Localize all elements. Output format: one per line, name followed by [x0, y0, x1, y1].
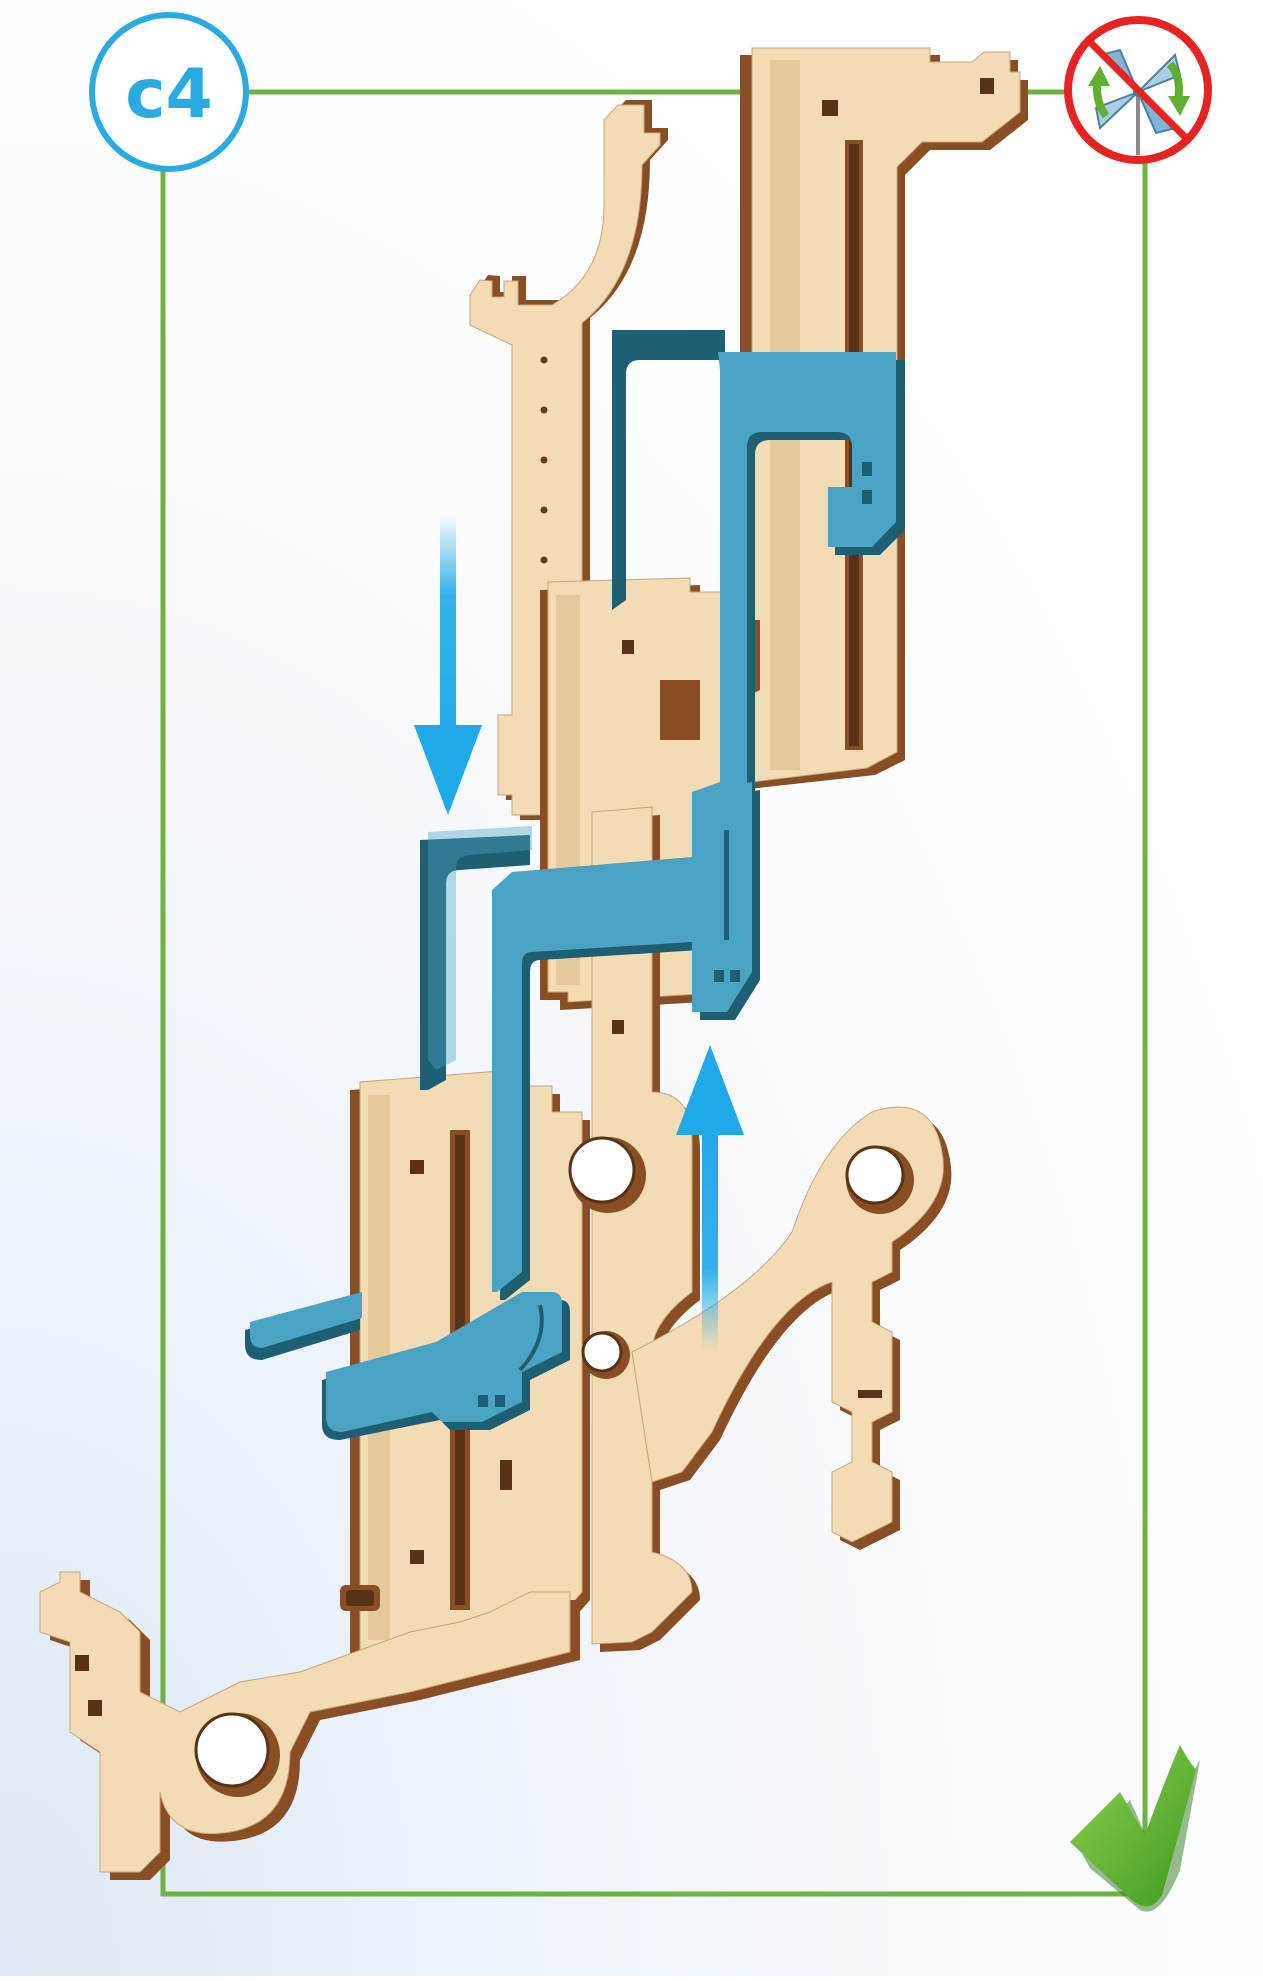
- step-label: c4: [125, 55, 213, 134]
- pinwheel-prohibited-icon: [1068, 20, 1208, 160]
